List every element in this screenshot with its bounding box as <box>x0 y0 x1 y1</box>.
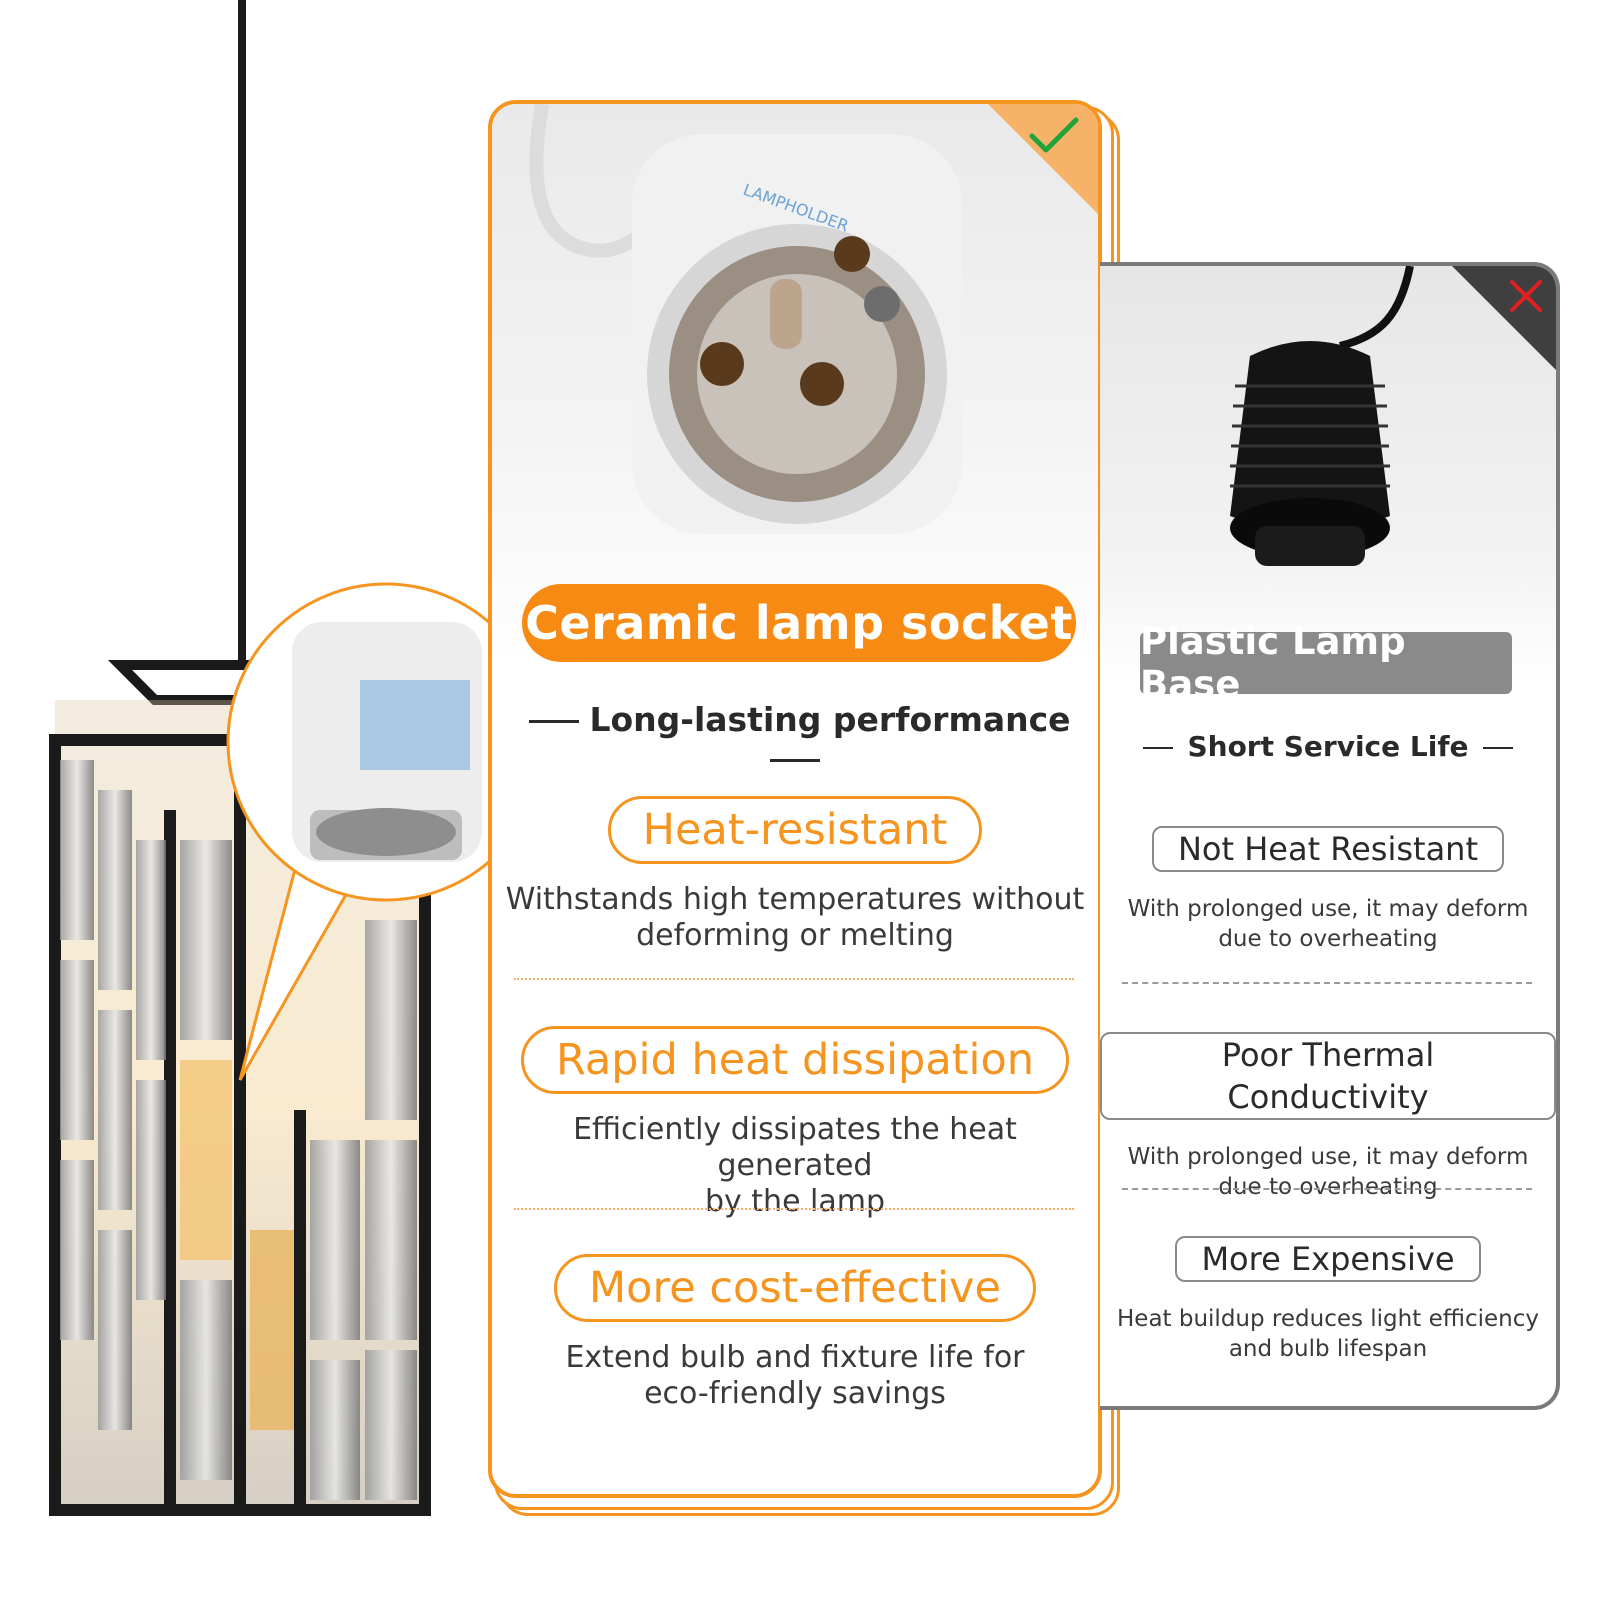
ceramic-socket-card: LAMPHOLDER Ceramic lamp socket Long-last… <box>488 100 1102 1498</box>
ceramic-socket-photo: LAMPHOLDER <box>492 104 1098 664</box>
feature-description-line: deforming or melting <box>636 918 954 953</box>
dash-decoration <box>1482 747 1513 749</box>
feature-block: Rapid heat dissipation Efficiently dissi… <box>492 1026 1098 1220</box>
ceramic-socket-title: Ceramic lamp socket <box>522 584 1076 662</box>
feature-block: Not Heat Resistant With prolonged use, i… <box>1100 826 1556 954</box>
feature-description: Efficiently dissipates the heat generate… <box>492 1112 1098 1220</box>
feature-label: Poor Thermal Conductivity <box>1100 1032 1556 1120</box>
feature-block: More cost-effective Extend bulb and fixt… <box>492 1254 1098 1412</box>
plastic-base-card: Plastic Lamp Base Short Service Life Not… <box>1100 262 1560 1410</box>
feature-description-line: Withstands high temperatures without <box>505 882 1085 917</box>
feature-block: Poor Thermal Conductivity With prolonged… <box>1100 1032 1556 1202</box>
corner-ribbon <box>988 104 1098 214</box>
subtitle-text: Long-lasting performance <box>589 700 1071 739</box>
feature-description: With prolonged use, it may deform due to… <box>1100 894 1556 954</box>
feature-description: Extend bulb and fixture life for eco-fri… <box>492 1340 1098 1412</box>
section-divider <box>514 978 1074 980</box>
feature-description-line: and bulb lifespan <box>1228 1336 1428 1362</box>
feature-description: With prolonged use, it may deform due to… <box>1100 1142 1556 1202</box>
feature-label: Heat-resistant <box>607 796 983 864</box>
feature-label: More Expensive <box>1175 1236 1481 1282</box>
feature-label: Not Heat Resistant <box>1151 826 1504 872</box>
plastic-base-subtitle: Short Service Life <box>1100 730 1556 763</box>
section-divider <box>514 1208 1074 1210</box>
subtitle-text: Short Service Life <box>1187 730 1469 763</box>
feature-block: Heat-resistant Withstands high temperatu… <box>492 796 1098 954</box>
feature-description-line: due to overheating <box>1218 1174 1438 1200</box>
feature-description-line: Extend bulb and fixture life for <box>565 1340 1025 1375</box>
x-icon <box>1510 280 1542 312</box>
feature-description: Withstands high temperatures without def… <box>492 882 1098 954</box>
dash-decoration <box>529 720 580 723</box>
pendant-light-image <box>0 0 560 1600</box>
feature-description-line: With prolonged use, it may deform <box>1127 896 1529 922</box>
section-divider <box>1122 1188 1532 1190</box>
feature-label: Rapid heat dissipation <box>520 1026 1070 1094</box>
feature-block: More Expensive Heat buildup reduces ligh… <box>1100 1236 1556 1364</box>
feature-description: Heat buildup reduces light efficiency an… <box>1100 1304 1556 1364</box>
dash-decoration <box>770 759 820 762</box>
feature-description-line: by the lamp <box>704 1184 886 1219</box>
ceramic-socket-subtitle: Long-lasting performance <box>492 700 1098 778</box>
feature-description-line: Heat buildup reduces light efficiency <box>1117 1306 1539 1332</box>
feature-description-line: eco-friendly savings <box>644 1376 946 1411</box>
feature-description-line: With prolonged use, it may deform <box>1127 1144 1529 1170</box>
dash-decoration <box>1143 747 1174 749</box>
feature-description-line: due to overheating <box>1218 926 1438 952</box>
check-icon <box>1029 117 1079 153</box>
plastic-base-title: Plastic Lamp Base <box>1140 620 1512 706</box>
feature-label: More cost-effective <box>554 1254 1036 1322</box>
feature-description-line: Efficiently dissipates the heat generate… <box>573 1112 1017 1183</box>
section-divider <box>1122 982 1532 984</box>
